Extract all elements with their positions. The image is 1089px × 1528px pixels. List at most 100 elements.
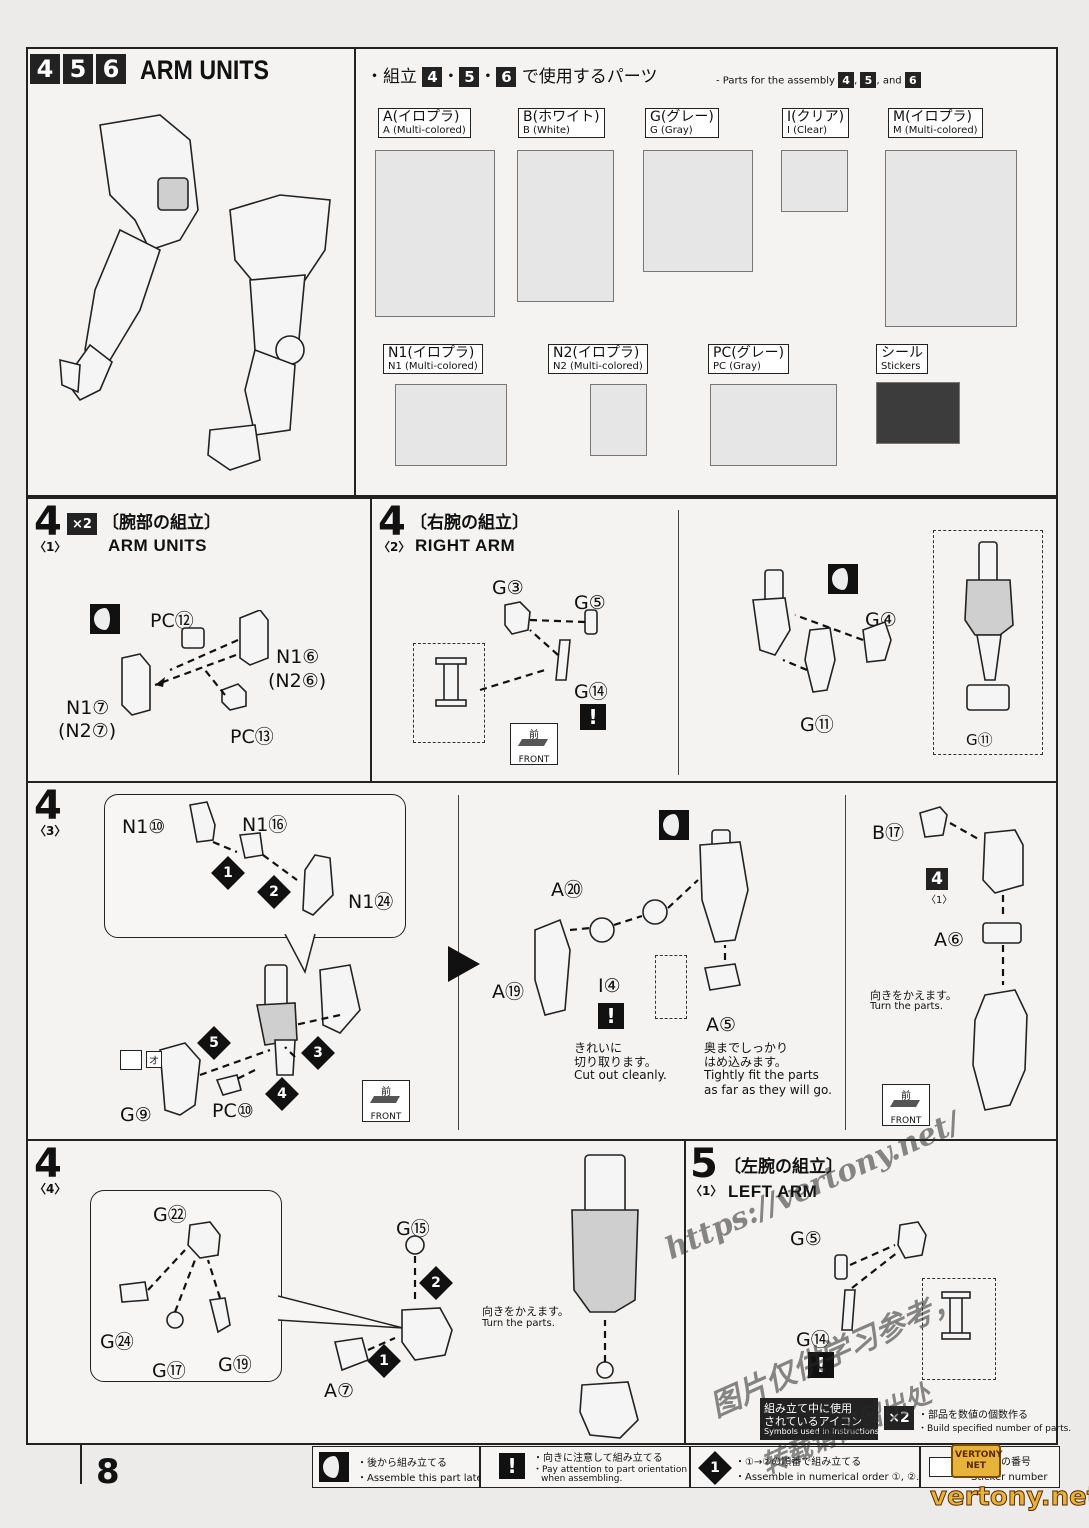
turn-parts-en: Turn the parts. xyxy=(870,1001,943,1012)
watermark-badge-text: VERTONY NET xyxy=(955,1450,1003,1471)
turn-parts-en-2: Turn the parts. xyxy=(482,1318,555,1329)
legend-sticker-icon xyxy=(929,1457,953,1477)
runner-g-image xyxy=(643,150,753,272)
page-number-divider xyxy=(80,1444,82,1484)
step-4-2-divider xyxy=(678,510,679,775)
step-4-1-sub: 〈1〉 xyxy=(34,540,67,554)
step-4-3-right-diagram xyxy=(919,806,1028,1111)
runner-a: A(イロプラ)A (Multi-colored) xyxy=(378,108,471,139)
runner-n2: N2(イロプラ)N2 (Multi-colored) xyxy=(548,344,648,375)
page-title: ARM UNITS xyxy=(140,55,269,85)
runner-g-title: G(グレー)G (Gray) xyxy=(645,108,719,139)
label-n2-6: (N2⑥) xyxy=(268,670,327,692)
runner-n1-image xyxy=(395,384,507,466)
attention-icon-3: ! xyxy=(808,1352,834,1378)
label-g11-detail: G⑪ xyxy=(966,731,993,749)
runner-n1: N1(イロプラ)N1 (Multi-colored) xyxy=(383,344,483,375)
step-5-1-title-en: LEFT ARM xyxy=(728,1182,818,1201)
detail-box-g14 xyxy=(413,643,485,743)
label-g4: G④ xyxy=(865,609,897,631)
legend-later: ・後から組み立てる ・Assemble this part later. xyxy=(312,1446,489,1488)
legend-order: 1 ・①→②の順番で組み立てる ・Assemble in numerical o… xyxy=(690,1446,926,1488)
legend-attn-en-1: ・Pay attention to part orientation xyxy=(533,1465,688,1475)
label-g19: G⑲ xyxy=(218,1354,252,1376)
step-4-3-bubble-tail xyxy=(284,934,316,974)
runner-n2-image xyxy=(590,384,647,456)
runner-b-image xyxy=(517,150,614,302)
label-g5-left: G⑤ xyxy=(790,1228,822,1250)
right-arm-drawing xyxy=(59,114,199,402)
order-4-marker: 4 xyxy=(265,1077,299,1111)
label-g9: G⑨ xyxy=(120,1104,152,1126)
label-pc10: PC⑩ xyxy=(212,1100,254,1122)
legend-heading: 組み立て中に使用 されているアイコン Symbols used in instr… xyxy=(760,1398,879,1440)
times-desc-jp: ・部品を数値の個数作る xyxy=(918,1410,1028,1421)
step-4-4-bubble-parts xyxy=(119,1221,231,1334)
parts-en-badge-6: 6 xyxy=(904,72,921,88)
label-a5: A⑤ xyxy=(706,1014,737,1036)
fit-parts-en-2: as far as they will go. xyxy=(704,1083,832,1097)
runner-m-title: M(イロプラ)M (Multi-colored) xyxy=(888,108,983,139)
legend-attention-icon: ! xyxy=(499,1453,525,1479)
step-4-4-sub: 〈4〉 xyxy=(34,1182,67,1196)
legend-attention: ! ・向きに注意して組み立てる ・Pay attention to part o… xyxy=(480,1446,690,1488)
step-4-1-diagram xyxy=(121,610,269,716)
detail-box-i4 xyxy=(655,955,687,1019)
fit-parts-jp-2: はめ込みます。 xyxy=(704,1055,787,1069)
runner-m-image xyxy=(885,150,1017,327)
label-a19: A⑲ xyxy=(492,981,524,1003)
legend-heading-jp-1: 組み立て中に使用 xyxy=(764,1402,852,1415)
arm-illustration xyxy=(59,114,331,471)
legend-order-en: ・Assemble in numerical order ①, ②... xyxy=(735,1472,926,1483)
step-5-1-number: 5 xyxy=(690,1141,718,1187)
fit-parts-en-1: Tightly fit the parts xyxy=(704,1068,819,1082)
parts-en-badge-5: 5 xyxy=(860,72,877,88)
runner-a-image xyxy=(375,150,495,317)
times-desc-en: ・Build specified number of parts. xyxy=(918,1424,1072,1434)
label-n1-24: N1㉔ xyxy=(348,891,394,913)
runner-i-title: I(クリア)I (Clear) xyxy=(782,108,850,139)
watermark-site: vertony.net xyxy=(929,1482,1089,1513)
label-n1-7: N1⑦ xyxy=(66,697,110,719)
label-pc13: PC⑬ xyxy=(230,726,274,748)
legend-heading-jp-2: されているアイコン xyxy=(764,1415,863,1428)
label-b17: B⑰ xyxy=(872,822,905,844)
step-4-3-sub-assembly-bubble xyxy=(104,794,406,938)
step-4-4-right-diagram xyxy=(571,1154,639,1439)
runner-a-title: A(イロプラ)A (Multi-colored) xyxy=(378,108,471,139)
step-4-3-number: 4 xyxy=(34,783,62,829)
page-number: 8 xyxy=(96,1452,120,1492)
legend-attn-en-2: when assembling. xyxy=(541,1474,623,1484)
parts-en-badge-4: 4 xyxy=(838,72,855,88)
step-4-3-left-diagram xyxy=(159,964,361,1116)
flow-arrow-icon xyxy=(448,946,480,982)
parts-step-5-badge: 5 xyxy=(459,67,480,87)
label-a20: A⑳ xyxy=(551,879,583,901)
runner-n1-title: N1(イロプラ)N1 (Multi-colored) xyxy=(383,344,483,375)
legend-later-icon xyxy=(319,1452,349,1482)
label-n1-10: N1⑩ xyxy=(122,816,166,838)
label-g22: G㉒ xyxy=(153,1204,187,1226)
legend-attn-jp: ・向きに注意して組み立てる xyxy=(533,1453,663,1464)
assemble-later-icon-2 xyxy=(828,564,858,594)
sticker-tag-label: オ xyxy=(146,1051,162,1068)
legend-heading-en: Symbols used in instructions xyxy=(764,1427,879,1436)
runner-pc-image xyxy=(710,384,837,466)
step-4-2-detail-drawing xyxy=(964,541,1014,711)
sticker-sheet-image xyxy=(876,382,960,444)
step-4-1-times: ×2 xyxy=(67,513,97,535)
attention-icon-2: ! xyxy=(598,1003,624,1029)
step-4-3-bubble-parts xyxy=(189,801,334,916)
label-pc12: PC⑫ xyxy=(150,610,194,632)
step-number-6: 6 xyxy=(96,54,126,84)
label-g14-left: G⑭ xyxy=(796,1329,830,1351)
cut-cleanly-jp-1: きれいに xyxy=(574,1041,623,1055)
step-5-1-title-jp: 〔左腕の組立〕 xyxy=(724,1157,843,1177)
step-4-4-main-diagram xyxy=(334,1235,453,1372)
step-4-3-divider-2 xyxy=(845,795,846,1130)
turn-parts-jp: 向きをかえます。 xyxy=(870,989,957,1002)
cut-cleanly-en: Cut out cleanly. xyxy=(574,1068,667,1082)
